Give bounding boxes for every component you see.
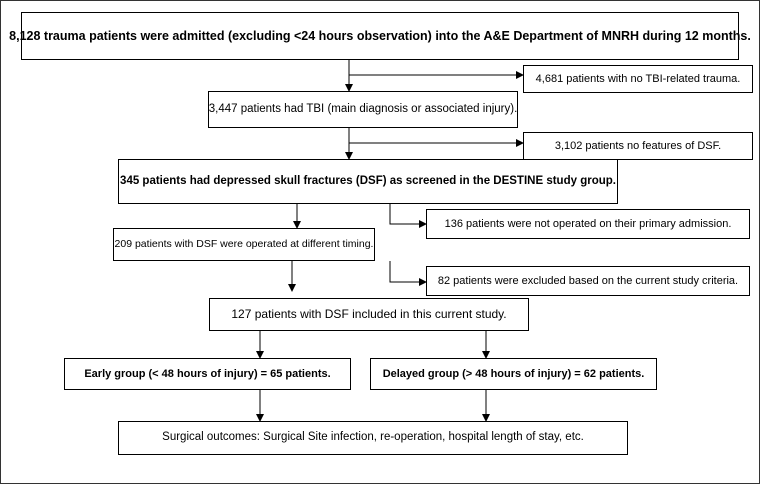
box-outcomes: Surgical outcomes: Surgical Site infecti… [118, 421, 628, 455]
box-early-group: Early group (< 48 hours of injury) = 65 … [64, 358, 351, 390]
box-excluded-text: 82 patients were excluded based on the c… [437, 274, 739, 287]
box-dsf: 345 patients had depressed skull fractur… [118, 159, 618, 204]
box-early-group-text: Early group (< 48 hours of injury) = 65 … [84, 367, 331, 380]
box-included: 127 patients with DSF included in this c… [209, 298, 529, 331]
box-delayed-group-text: Delayed group (> 48 hours of injury) = 6… [382, 367, 645, 380]
box-no-tbi: 4,681 patients with no TBI-related traum… [523, 65, 753, 93]
box-no-tbi-text: 4,681 patients with no TBI-related traum… [535, 72, 741, 85]
box-not-operated-text: 136 patients were not operated on their … [444, 217, 732, 230]
box-had-tbi-text: 3,447 patients had TBI (main diagnosis o… [208, 102, 518, 115]
box-operated-text: 209 patients with DSF were operated at d… [114, 238, 374, 251]
box-outcomes-text: Surgical outcomes: Surgical Site infecti… [162, 431, 584, 444]
box-no-dsf: 3,102 patients no features of DSF. [523, 132, 753, 160]
box-delayed-group: Delayed group (> 48 hours of injury) = 6… [370, 358, 657, 390]
box-no-dsf-text: 3,102 patients no features of DSF. [554, 139, 722, 152]
box-dsf-text: 345 patients had depressed skull fractur… [120, 174, 616, 187]
box-admitted: 8,128 trauma patients were admitted (exc… [9, 12, 751, 60]
box-had-tbi: 3,447 patients had TBI (main diagnosis o… [208, 91, 518, 128]
box-operated: 209 patients with DSF were operated at d… [113, 228, 375, 261]
arrow-to-excluded [389, 261, 427, 286]
box-not-operated: 136 patients were not operated on their … [426, 209, 750, 239]
box-excluded: 82 patients were excluded based on the c… [426, 266, 750, 296]
box-admitted-text: 8,128 trauma patients were admitted (exc… [9, 28, 751, 43]
arrow-to-not-operated [389, 204, 427, 228]
box-included-text: 127 patients with DSF included in this c… [231, 306, 507, 321]
